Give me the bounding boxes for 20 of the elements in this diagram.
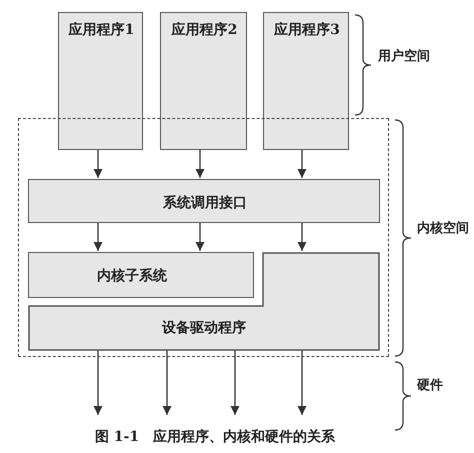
subsystem-box: 内核子系统	[28, 252, 254, 298]
program-box: 应用程序1	[58, 12, 143, 150]
arrow	[230, 350, 240, 415]
caption: 图 1-1 应用程序、内核和硬件的关系	[94, 428, 336, 446]
region-label: 用户空间	[378, 48, 430, 65]
arrow	[162, 350, 172, 415]
arrow	[298, 150, 306, 178]
program-box: 应用程序3	[263, 12, 349, 150]
arrow	[94, 350, 102, 415]
region-label: 内核空间	[417, 220, 469, 237]
arrow	[196, 150, 204, 178]
kernel-region	[18, 118, 389, 357]
arrow	[298, 350, 306, 415]
interface-box: 系统调用接口	[28, 179, 380, 223]
region-label: 硬件	[417, 377, 443, 394]
program-box: 应用程序2	[160, 12, 247, 150]
arrow	[94, 222, 102, 251]
arrow	[196, 222, 204, 251]
arrow	[298, 222, 306, 251]
arrow	[94, 150, 102, 178]
